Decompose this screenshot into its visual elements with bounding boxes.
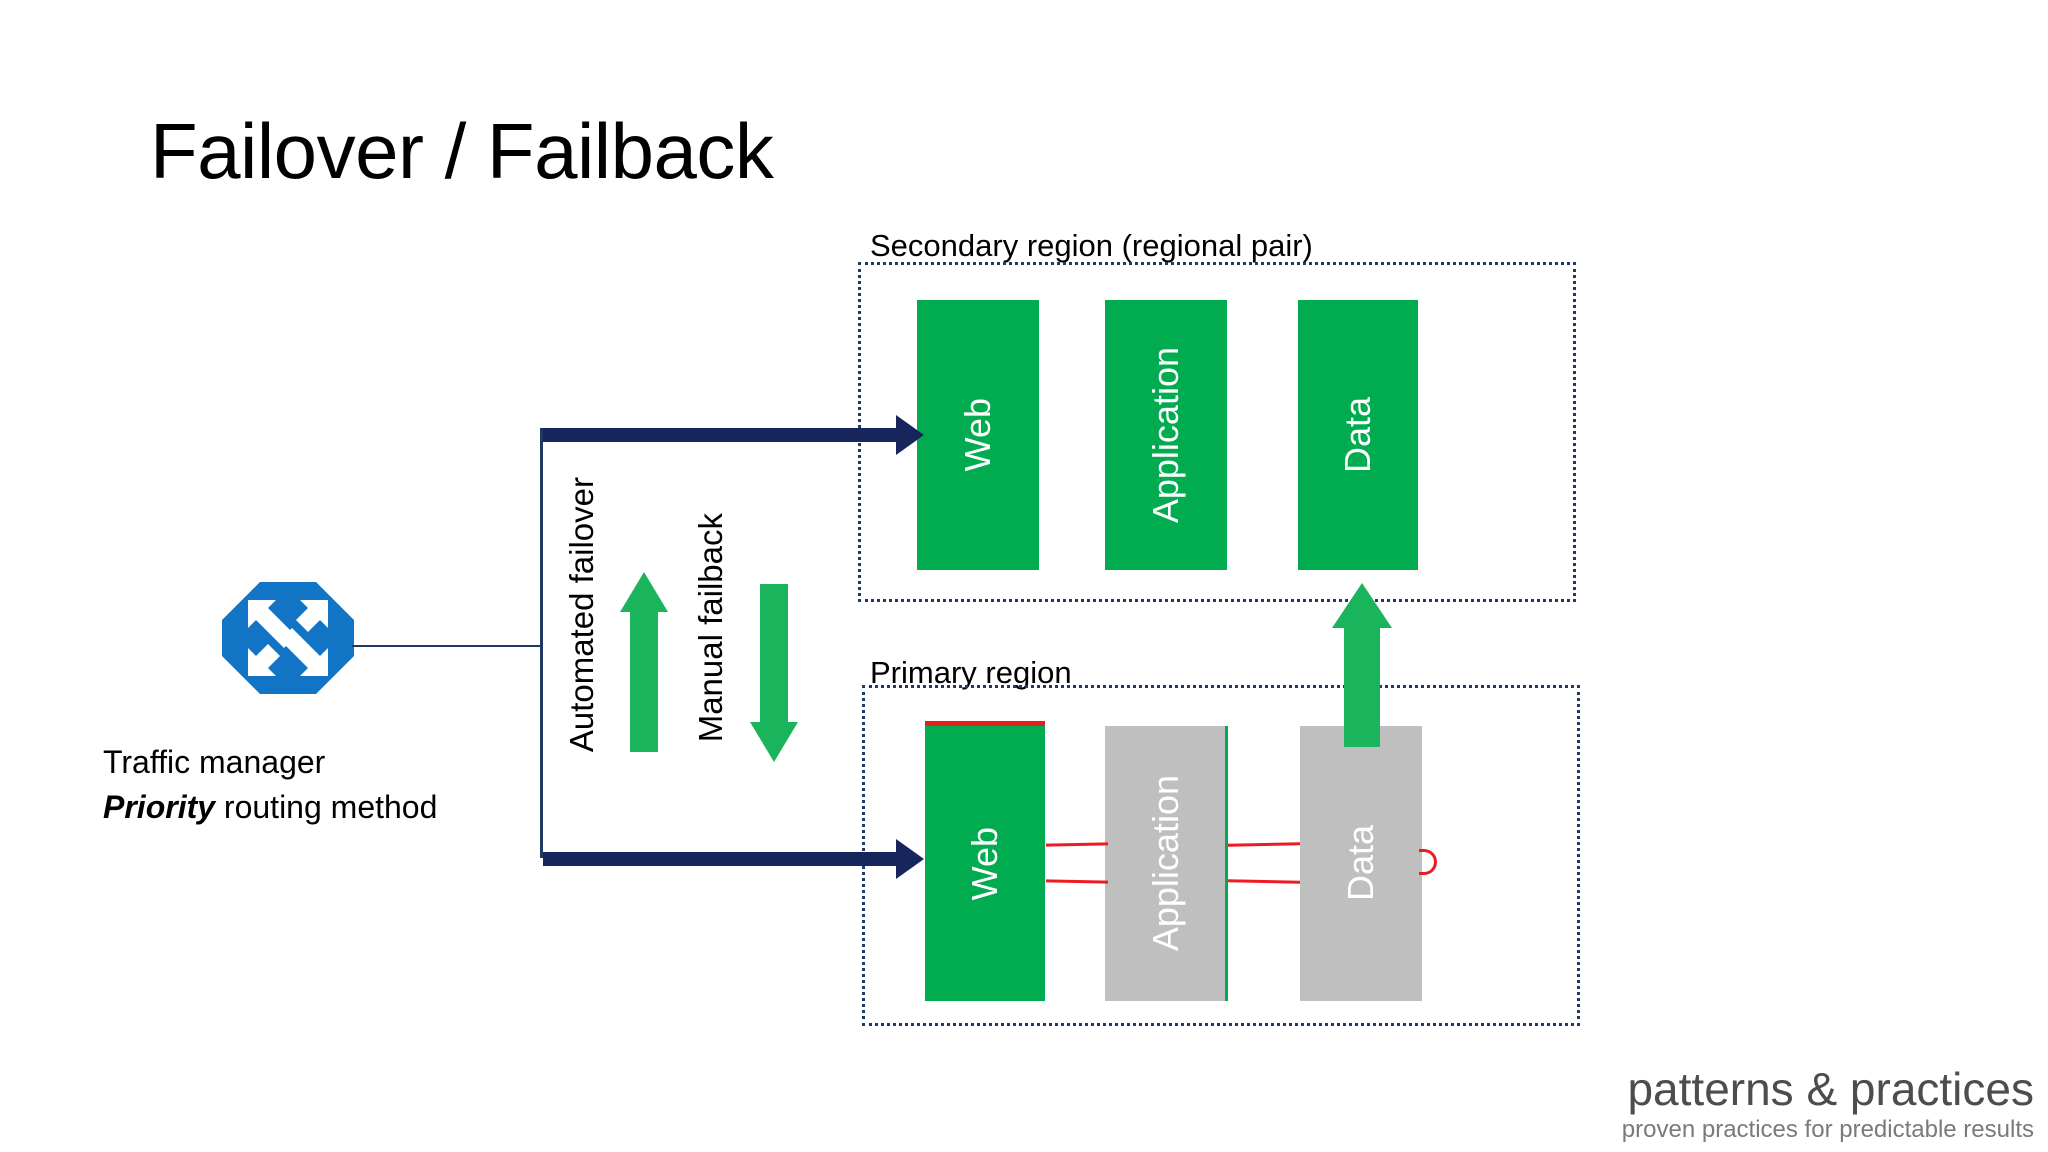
manual-failback-label: Manual failback [692, 513, 729, 743]
automated-failover-label: Automated failover [563, 477, 600, 753]
traffic-manager-caption: Traffic manager Priority routing method [103, 740, 533, 831]
patterns-and-practices-logo: patterns & practices proven practices fo… [1621, 1062, 2034, 1143]
broken-link-data-tail-icon [1419, 849, 1437, 875]
failback-arrow-head [750, 722, 798, 762]
logo-tagline: proven practices for predictable results [1621, 1115, 2034, 1143]
primary-tier-web[interactable]: Web [925, 726, 1045, 1001]
routing-method-rest: routing method [215, 789, 438, 826]
route-arrow-to-primary [543, 839, 924, 879]
logo-wordmark: patterns & practices [1627, 1062, 2034, 1115]
primary-tier-data[interactable]: Data [1300, 726, 1422, 1001]
routing-method-emphasis: Priority [103, 789, 216, 826]
primary-tier-application-label: Application [1145, 775, 1186, 952]
primary-tier-data-label: Data [1340, 825, 1381, 902]
route-arrow-to-secondary [543, 415, 924, 455]
traffic-manager-connector-line [352, 645, 542, 647]
failover-arrow-shaft [630, 610, 658, 752]
primary-tier-application-edge-marker [1225, 726, 1228, 1001]
replication-arrow-head [1332, 583, 1392, 628]
primary-tier-web-error-bar [925, 721, 1045, 727]
failover-arrow-head [620, 572, 668, 612]
secondary-tier-application-label: Application [1145, 346, 1186, 524]
traffic-manager-split-bracket [540, 428, 543, 858]
primary-tier-application[interactable]: Application [1105, 726, 1227, 1001]
secondary-tier-application[interactable]: Application [1105, 300, 1227, 570]
secondary-tier-data[interactable]: Data [1298, 300, 1418, 570]
failback-arrow-shaft [760, 584, 788, 724]
page-title: Failover / Failback [150, 107, 774, 195]
traffic-manager-name: Traffic manager [103, 744, 326, 780]
traffic-manager-routing-method: Priority routing method [103, 785, 533, 830]
secondary-tier-web-label: Web [957, 398, 998, 472]
replication-arrow-shaft [1344, 625, 1380, 747]
secondary-region-label: Secondary region (regional pair) [864, 228, 1319, 264]
primary-tier-web-label: Web [964, 826, 1005, 901]
secondary-tier-data-label: Data [1337, 396, 1378, 474]
azure-traffic-manager-icon [222, 582, 354, 694]
secondary-tier-web[interactable]: Web [917, 300, 1039, 570]
